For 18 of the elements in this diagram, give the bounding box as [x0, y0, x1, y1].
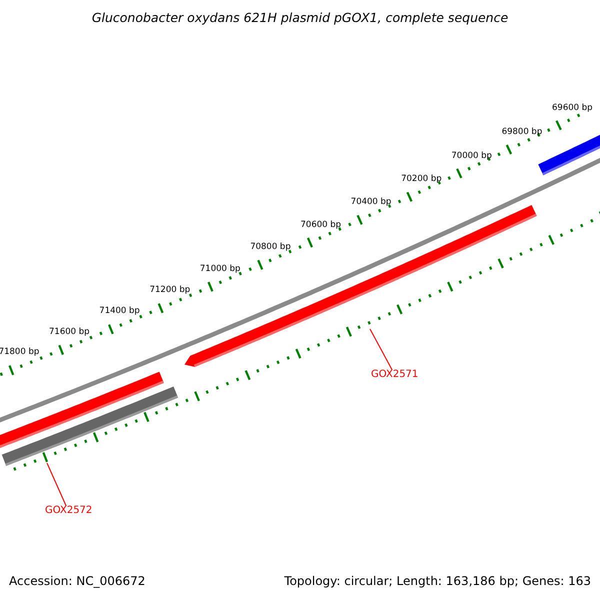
- tick-label: 71400 bp: [99, 306, 140, 316]
- gene-label: GOX2571: [371, 369, 418, 380]
- leader-line: [46, 462, 67, 506]
- title: Gluconobacter oxydans 621H plasmid pGOX1, complete sequence: [90, 10, 510, 25]
- tick-label: 69800 bp: [502, 127, 542, 138]
- tick-label: 71000 bp: [200, 264, 240, 274]
- tick-label: 71600 bp: [49, 326, 90, 337]
- tick-label: 70800 bp: [250, 242, 291, 252]
- tick-label: 71200 bp: [150, 285, 190, 296]
- footer-text: Topology: circular; Length: 163,186 bp; Genes: 163: [284, 574, 591, 588]
- leader-line: [370, 328, 393, 370]
- footer-text: Accession: NC_006672: [9, 574, 146, 588]
- tick-label: 70600 bp: [300, 220, 342, 230]
- tick-label: 69600 bp: [552, 103, 593, 114]
- gene-label: GOX2572: [45, 505, 92, 516]
- tick-label: 70400 bp: [350, 197, 392, 208]
- tick-label: 70000 bp: [451, 151, 492, 162]
- tick-label: 70200 bp: [401, 174, 442, 184]
